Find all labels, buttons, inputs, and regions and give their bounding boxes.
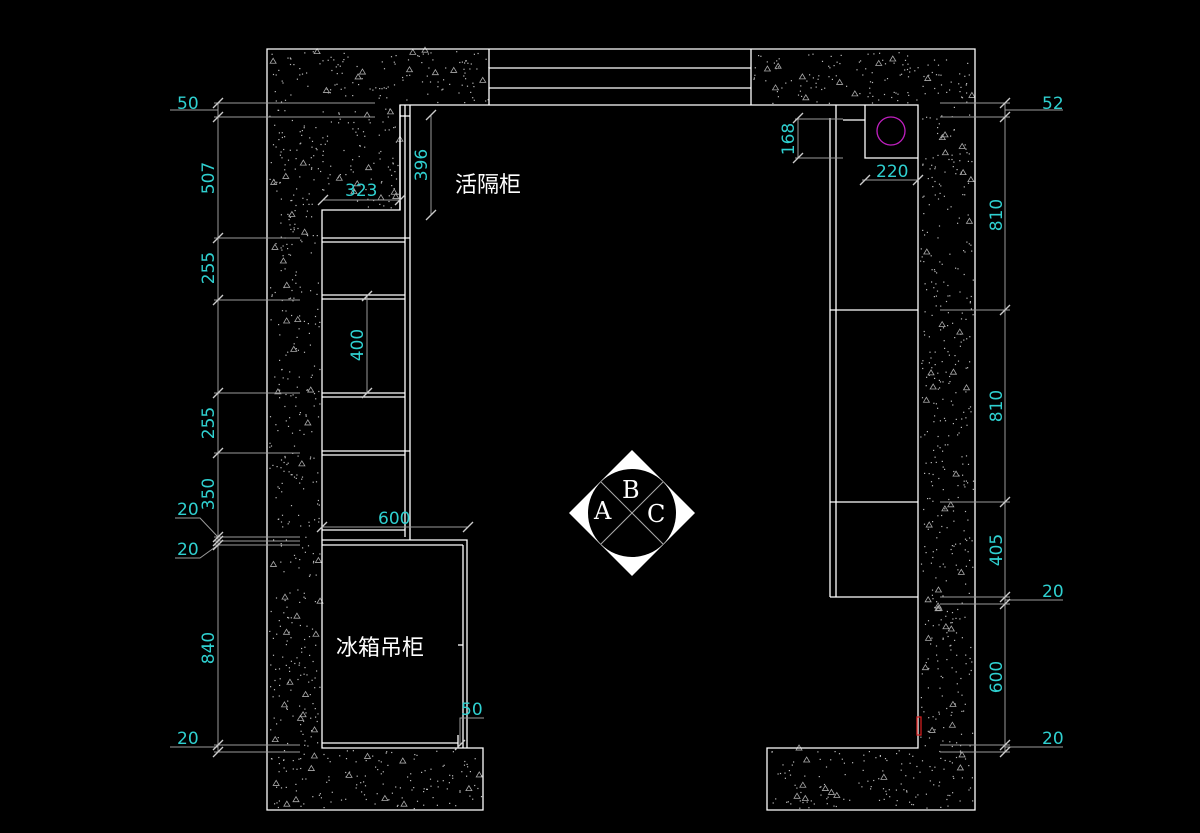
- pipe-circle: [876, 116, 906, 146]
- label-left-cabinet: 活隔柜: [455, 173, 521, 198]
- dimension-tick: [361, 387, 373, 399]
- dimension-tick: [394, 194, 406, 206]
- dimension-tick: [454, 739, 466, 751]
- dim-220: 220: [876, 162, 908, 182]
- dimension-tick: [425, 109, 437, 121]
- dim-right-600: 600: [987, 661, 1007, 693]
- dimension-tick: [999, 598, 1011, 610]
- dimension-tick: [859, 174, 871, 186]
- dim-left-255a: 255: [199, 252, 219, 284]
- outer-wall-right: [751, 48, 976, 811]
- dim-400: 400: [348, 329, 368, 361]
- dimension-tick: [212, 539, 224, 551]
- label-fridge-cabinet: 冰箱吊柜: [336, 636, 424, 661]
- dimension-tick: [462, 521, 474, 533]
- dimension-tick: [317, 194, 329, 206]
- dimension-tick: [212, 387, 224, 399]
- walls: [266, 48, 976, 811]
- dimension-tick: [912, 174, 924, 186]
- red-marker: [916, 716, 922, 736]
- dim-left-50: 50: [177, 94, 199, 114]
- dimension-lines: [170, 102, 1063, 753]
- dimension-tick: [999, 739, 1011, 751]
- outer-wall-left: [266, 48, 489, 811]
- dim-left-350: 350: [199, 478, 219, 510]
- dim-left-840: 840: [199, 632, 219, 664]
- window: [488, 48, 752, 106]
- fridge-cabinet: [322, 539, 468, 748]
- right-cabinet: [829, 105, 922, 736]
- dim-50-bottom: 50: [461, 700, 483, 720]
- dimension-tick: [212, 97, 224, 109]
- dim-left-507: 507: [199, 162, 219, 194]
- dimension-tick: [792, 152, 804, 164]
- dimension-tick: [792, 112, 804, 124]
- symbol-letter-c: C: [647, 500, 665, 528]
- dimension-tick: [999, 591, 1011, 603]
- left-shelf-cabinet: [322, 105, 411, 540]
- dimension-tick: [212, 232, 224, 244]
- dim-right-405: 405: [987, 534, 1007, 566]
- dim-left-20a: 20: [177, 500, 199, 520]
- dimension-tick: [212, 739, 224, 751]
- abc-view-symbol: A B C: [569, 450, 695, 576]
- dimension-tick: [212, 535, 224, 547]
- dimension-tick: [361, 290, 373, 302]
- dimension-ticks: [212, 97, 1011, 758]
- dim-left-255b: 255: [199, 407, 219, 439]
- symbol-letter-a: A: [593, 497, 612, 525]
- dimension-tick: [999, 496, 1011, 508]
- dimension-tick: [999, 111, 1011, 123]
- dimension-tick: [212, 294, 224, 306]
- symbol-letter-b: B: [622, 476, 640, 504]
- dimension-tick: [999, 97, 1011, 109]
- wall-hatch: [269, 46, 976, 810]
- dim-600: 600: [378, 509, 410, 529]
- dimension-tick: [212, 111, 224, 123]
- dim-168: 168: [779, 123, 799, 155]
- dimension-tick: [212, 447, 224, 459]
- dim-right-810a: 810: [987, 199, 1007, 231]
- dim-396: 396: [412, 149, 432, 181]
- dimension-tick: [425, 209, 437, 221]
- dim-right-20a: 20: [1042, 582, 1064, 602]
- dim-left-20b: 20: [177, 540, 199, 560]
- dim-right-810b: 810: [987, 390, 1007, 422]
- dimension-tick: [212, 746, 224, 758]
- dimension-tick: [212, 531, 224, 543]
- dimension-tick: [999, 746, 1011, 758]
- dim-323: 323: [345, 181, 377, 201]
- dim-right-20b: 20: [1042, 729, 1064, 749]
- dimension-labels: 50 507 255 400 255 350 20 20 840 20 323 …: [177, 94, 1064, 749]
- dim-left-20c: 20: [177, 729, 199, 749]
- dimension-tick: [999, 304, 1011, 316]
- dim-right-52: 52: [1042, 94, 1064, 114]
- dimension-tick: [316, 521, 328, 533]
